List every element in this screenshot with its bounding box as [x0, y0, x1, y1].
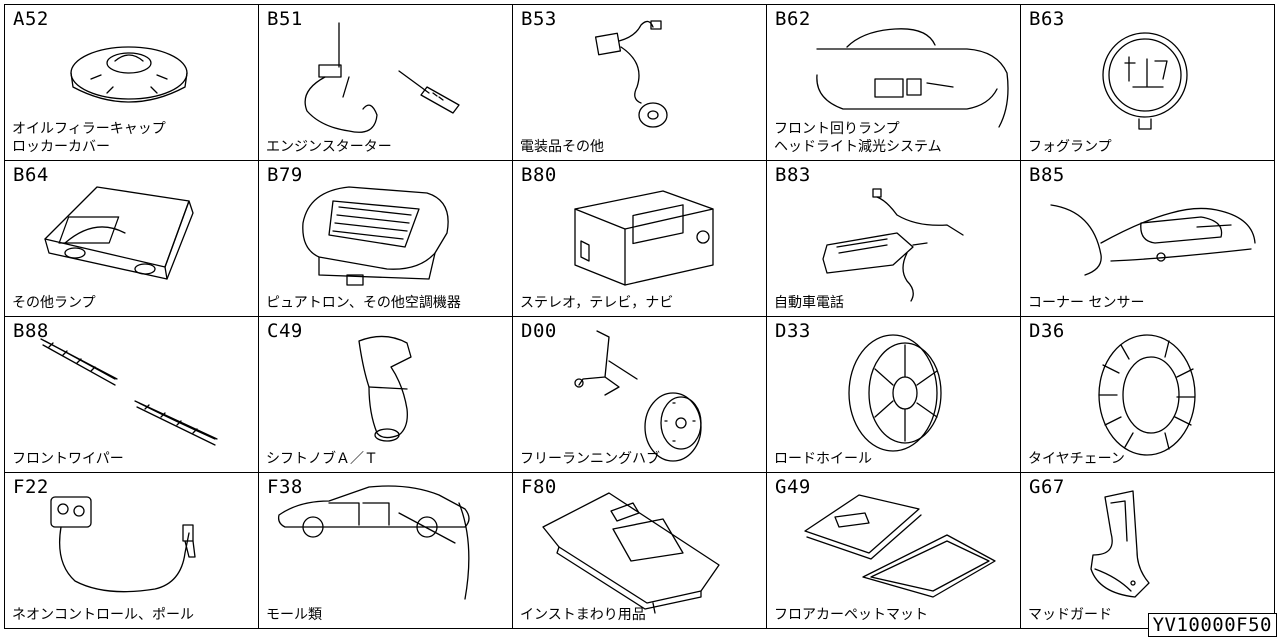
catalog-section-g67[interactable]: G67 マッドガード [1021, 473, 1275, 629]
catalog-section-c49[interactable]: C49 シフトノブＡ／Ｔ [259, 317, 513, 473]
section-name: フロント回りランプ ヘッドライト減光システム [774, 121, 942, 155]
section-name: シフトノブＡ／Ｔ [266, 451, 378, 467]
air-purifier-icon [259, 161, 513, 317]
section-code: B80 [521, 164, 557, 186]
section-name: フリーランニングハブ [520, 451, 660, 467]
section-code: D36 [1029, 320, 1065, 342]
section-name: その他ランプ [12, 295, 96, 311]
engine-starter-icon [259, 5, 513, 161]
section-code: G49 [775, 476, 811, 498]
catalog-section-d33[interactable]: D33 ロードホイール [767, 317, 1021, 473]
section-name: ステレオ，テレビ，ナビ [520, 295, 674, 311]
wiper-blade-icon [5, 317, 259, 473]
section-name: インストまわり用品 [520, 607, 646, 623]
stereo-unit-icon [513, 161, 767, 317]
road-wheel-icon [767, 317, 1021, 473]
section-code: G67 [1029, 476, 1065, 498]
section-code: B53 [521, 8, 557, 30]
mud-guard-icon [1021, 473, 1275, 629]
grid-divider [4, 4, 1275, 5]
section-code: D33 [775, 320, 811, 342]
catalog-section-d36[interactable]: D36 タイヤチェーン [1021, 317, 1275, 473]
section-code: B85 [1029, 164, 1065, 186]
section-code: B64 [13, 164, 49, 186]
document-id: YV10000F50 [1147, 613, 1277, 637]
catalog-section-b80[interactable]: B80 ステレオ，テレビ，ナビ [513, 161, 767, 317]
section-name: ロードホイール [774, 451, 872, 467]
grid-divider [4, 316, 1275, 317]
section-code: C49 [267, 320, 303, 342]
section-code: B83 [775, 164, 811, 186]
catalog-section-b63[interactable]: B63 フォグランプ [1021, 5, 1275, 161]
section-name: オイルフィラーキャップ ロッカーカバー [12, 121, 166, 155]
fog-lamp-icon [1021, 5, 1275, 161]
catalog-section-b88[interactable]: B88 フロントワイパー [5, 317, 259, 473]
section-code: B51 [267, 8, 303, 30]
section-code: B62 [775, 8, 811, 30]
free-running-hub-icon [513, 317, 767, 473]
catalog-section-b62[interactable]: B62 フロント回りランプ ヘッドライト減光システム [767, 5, 1021, 161]
section-name: エンジンスターター [266, 139, 392, 155]
catalog-section-f22[interactable]: F22 ネオンコントロール、ポール [5, 473, 259, 629]
corner-sensor-icon [1021, 161, 1275, 317]
section-code: F22 [13, 476, 49, 498]
electrical-parts-icon [513, 5, 767, 161]
section-name: マッドガード [1028, 607, 1112, 623]
catalog-section-a52[interactable]: A52 オイルフィラーキャップ ロッカーカバー [5, 5, 259, 161]
section-code: D00 [521, 320, 557, 342]
grid-divider [4, 472, 1275, 473]
section-name: コーナー センサー [1028, 295, 1145, 311]
section-name: フロントワイパー [12, 451, 124, 467]
section-name: ネオンコントロール、ポール [12, 607, 194, 623]
catalog-section-g49[interactable]: G49 フロアカーペットマット [767, 473, 1021, 629]
catalog-section-b53[interactable]: B53 電装品その他 [513, 5, 767, 161]
grid-divider [4, 160, 1275, 161]
section-name: ピュアトロン、その他空調機器 [266, 295, 461, 311]
section-name: タイヤチェーン [1028, 451, 1125, 467]
section-code: A52 [13, 8, 49, 30]
section-code: B63 [1029, 8, 1065, 30]
car-phone-icon [767, 161, 1021, 317]
section-code: F38 [267, 476, 303, 498]
catalog-section-b85[interactable]: B85 コーナー センサー [1021, 161, 1275, 317]
molding-icon [259, 473, 513, 629]
room-lamp-icon [5, 161, 259, 317]
floor-mat-icon [767, 473, 1021, 629]
neon-control-icon [5, 473, 259, 629]
grid-divider [4, 628, 1275, 629]
section-name: フロアカーペットマット [774, 607, 928, 623]
section-code: B88 [13, 320, 49, 342]
catalog-section-b64[interactable]: B64 その他ランプ [5, 161, 259, 317]
section-name: 自動車電話 [774, 295, 844, 311]
section-name: フォグランプ [1028, 139, 1112, 155]
catalog-section-d00[interactable]: D00 フリーランニングハブ [513, 317, 767, 473]
shift-knob-icon [259, 317, 513, 473]
catalog-section-b51[interactable]: B51 エンジンスターター [259, 5, 513, 161]
catalog-section-f80[interactable]: F80 インストまわり用品 [513, 473, 767, 629]
oil-filler-cap-icon [5, 5, 259, 161]
catalog-section-b79[interactable]: B79 ピュアトロン、その他空調機器 [259, 161, 513, 317]
catalog-section-f38[interactable]: F38 モール類 [259, 473, 513, 629]
section-name: 電装品その他 [520, 139, 604, 155]
catalog-section-b83[interactable]: B83 自動車電話 [767, 161, 1021, 317]
parts-index-grid: A52 オイルフィラーキャップ ロッカーカバー B51 エンジンスターター B53 電装品… [4, 4, 1276, 636]
front-lamp-icon [767, 5, 1021, 161]
instrument-panel-icon [513, 473, 767, 629]
section-code: B79 [267, 164, 303, 186]
tire-chain-icon [1021, 317, 1275, 473]
section-name: モール類 [266, 607, 322, 623]
section-code: F80 [521, 476, 557, 498]
